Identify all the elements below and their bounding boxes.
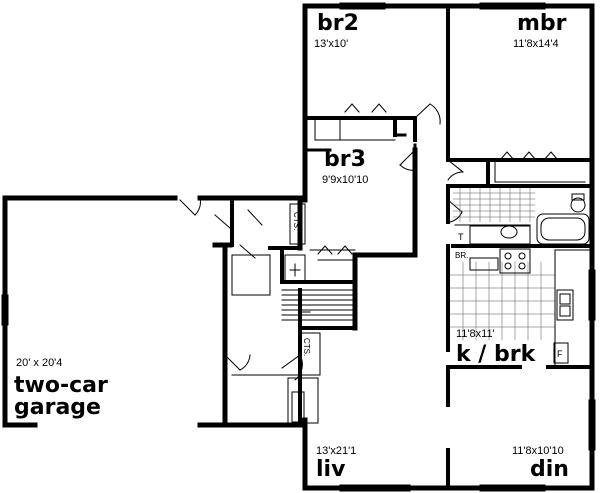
living-label: liv [316,457,346,482]
closets [309,103,586,261]
bath-fixtures [454,193,590,245]
freezer-label: F [557,349,563,359]
kitchen-label: k / brk [456,342,537,367]
dining-label: din [530,457,569,482]
kitchen-fixtures [469,248,591,366]
living-dims: 13'x21'1 [316,445,356,457]
doors [179,103,464,381]
closet-label-upper: CTS. [292,212,301,230]
hall-walls [303,133,417,152]
entry-porch [231,254,319,424]
mbr-dims: 11'8x14'4 [513,38,559,50]
br3-label: br3 [324,147,366,172]
garage-label-line1: two-car [14,373,108,398]
garage-label-line2: garage [14,395,101,420]
closet-label-lower: CTS. [302,338,311,356]
br2-label: br2 [317,11,359,36]
dining-dims: 11'8x10'10 [512,445,564,457]
garage-dims: 20' x 20'4 [16,357,62,369]
kitchen-dims: 11'8x11' [456,328,495,340]
kitchen-tile [449,261,556,341]
mbr-label: mbr [517,11,567,36]
stairs [281,254,356,321]
hall-closet [289,203,321,376]
bath-room-label: BR. [455,251,468,260]
tub-label: T [458,232,464,242]
interior-walls [230,4,594,490]
br3-dims: 9'9x10'10 [322,174,368,186]
br2-dims: 13'x10' [314,38,348,50]
bath-tile [452,187,536,223]
